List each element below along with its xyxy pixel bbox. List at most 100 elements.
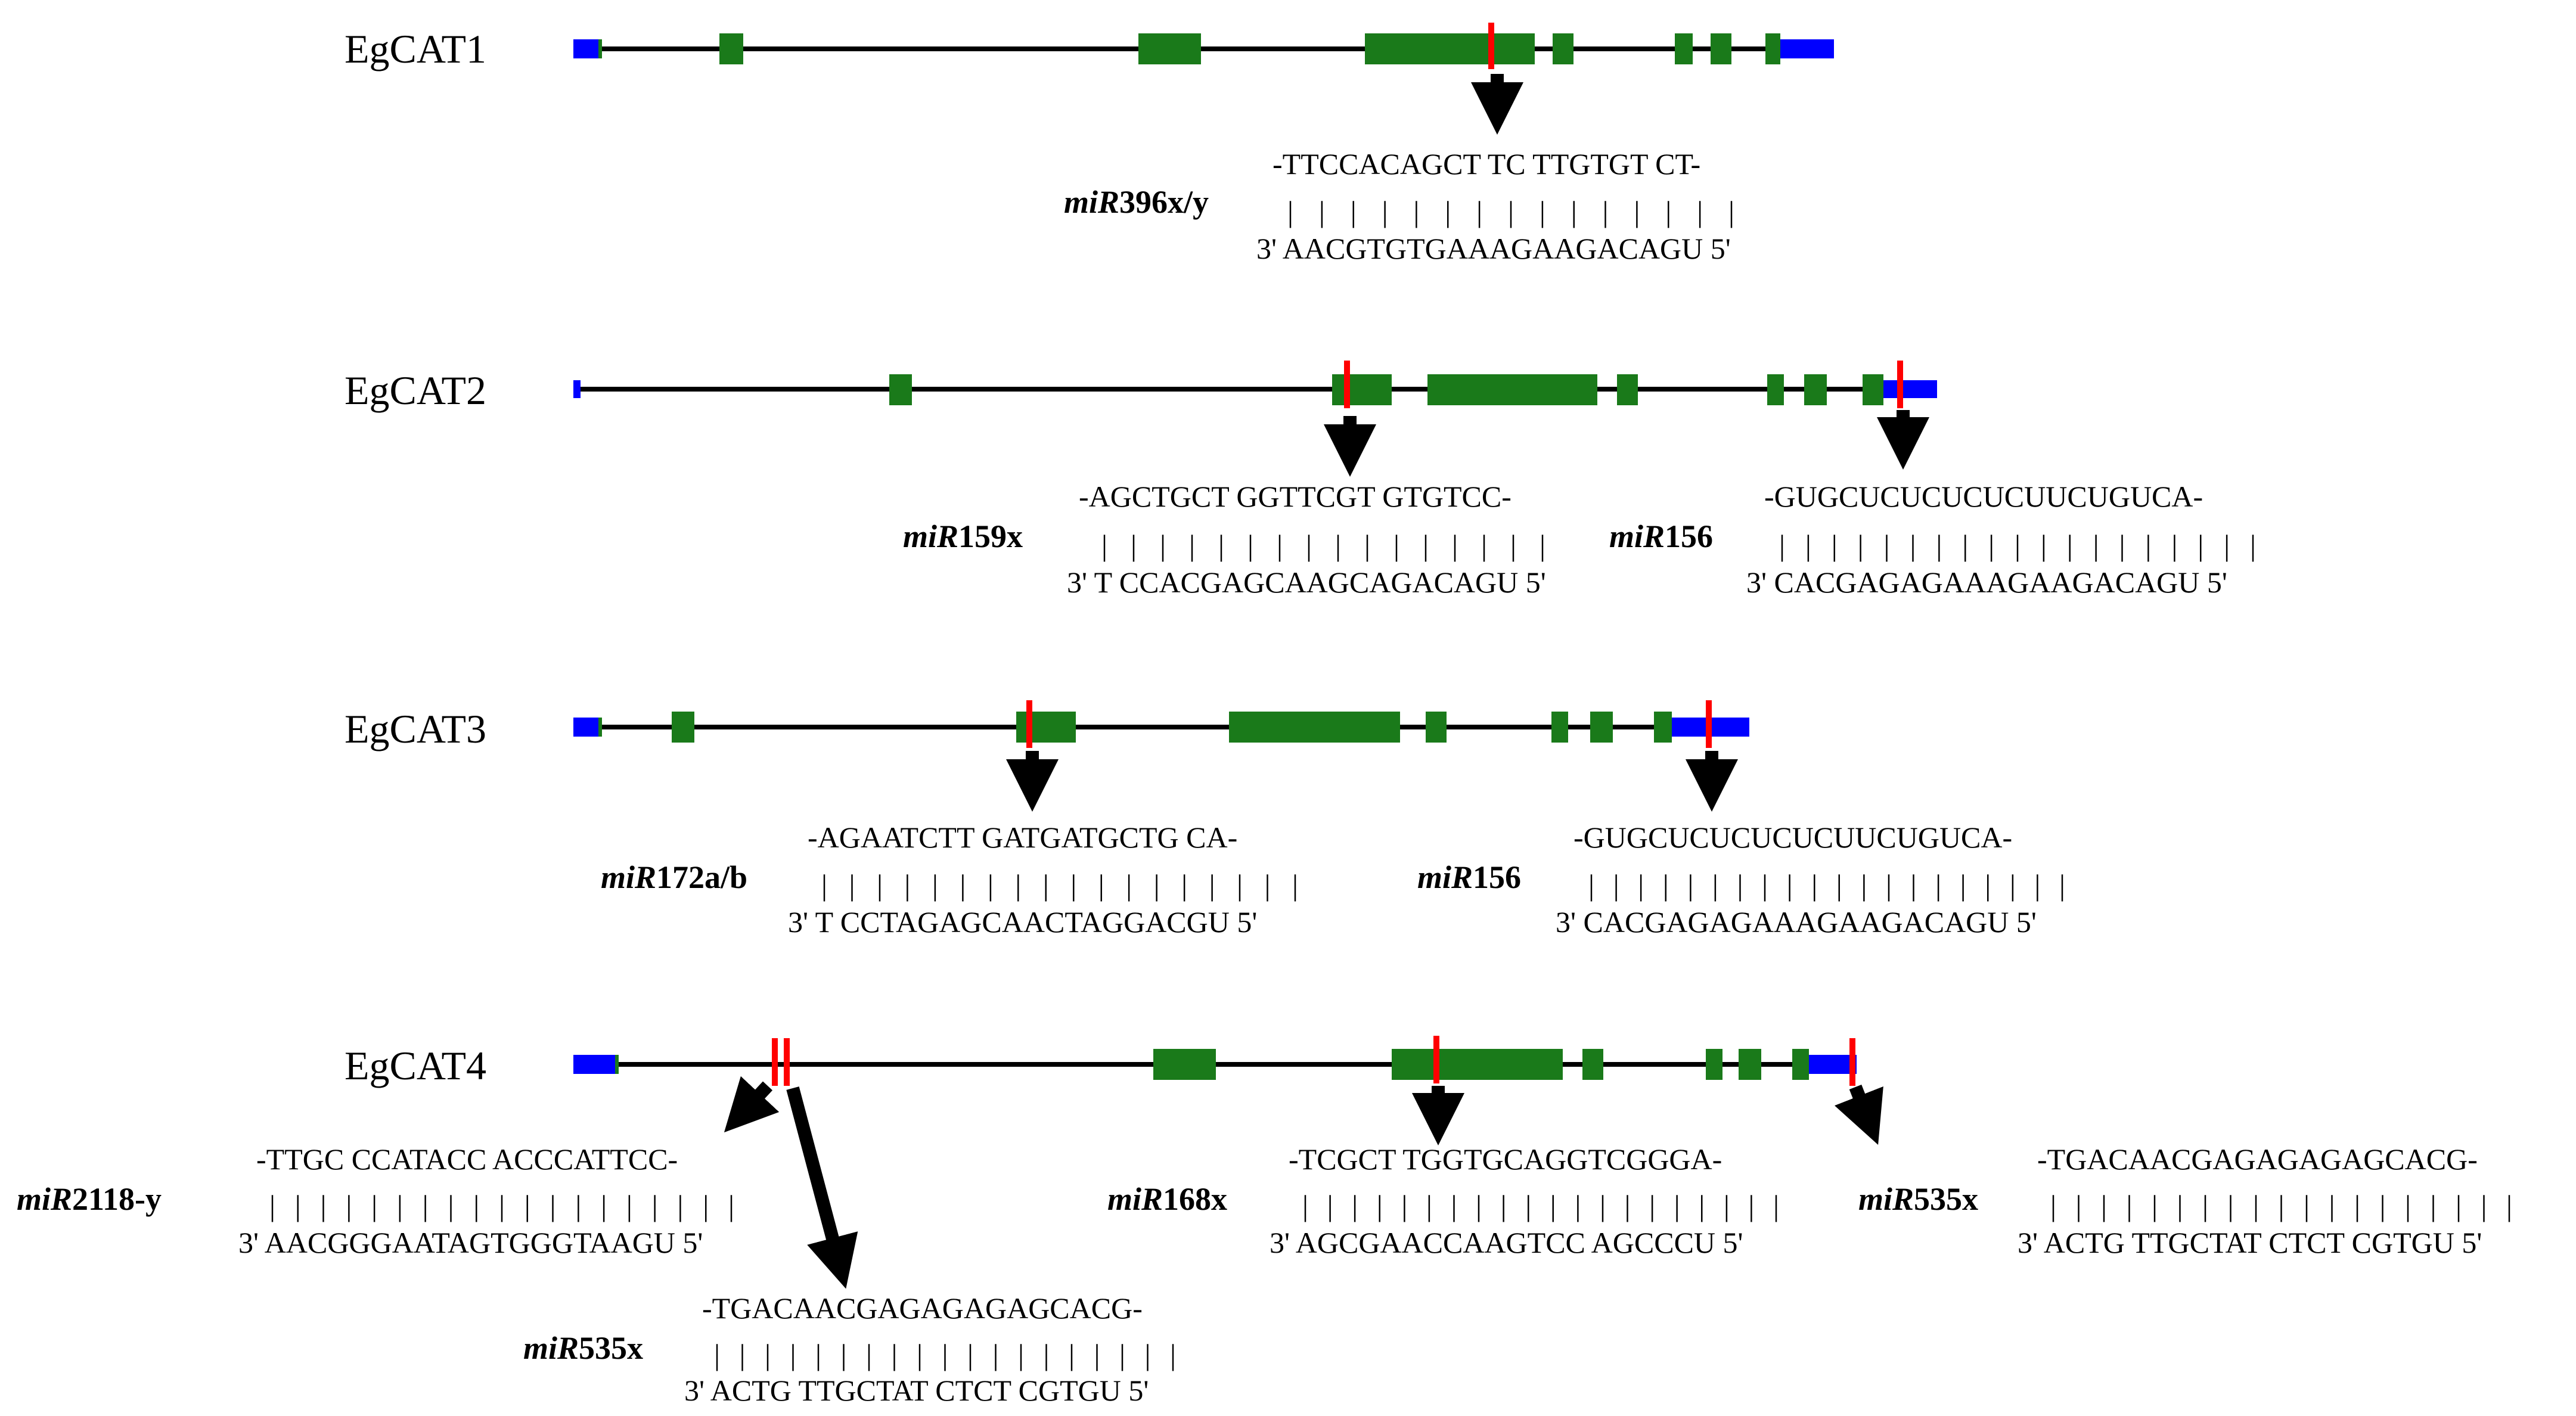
mirna-label: miR159x xyxy=(903,518,1023,554)
exon xyxy=(598,39,602,58)
target-sequence: -TGACAACGAGAGAGAGCACG- xyxy=(2037,1142,2478,1176)
target-site-marker xyxy=(1026,700,1032,748)
exon xyxy=(1582,1049,1603,1080)
exon xyxy=(672,712,694,743)
exon xyxy=(1765,33,1780,64)
gene-egcat4: EgCAT4 miR2118-y -TTGC CCATACC ACCCATTCC… xyxy=(17,1036,2512,1407)
exon xyxy=(1706,1049,1722,1080)
exon xyxy=(1675,33,1693,64)
gene-egcat1: EgCAT1 miR396x/y -TTCCACAGCT TC TTGTGT C… xyxy=(344,23,1834,265)
mirna-sequence: 3' CACGAGAGAAAGAAGACAGU 5' xyxy=(1746,566,2227,599)
mirna-label: miR2118-y xyxy=(17,1181,162,1217)
exon xyxy=(1016,712,1076,743)
mirna-alignment: miR156 -GUGCUCUCUCUCUUCUGUCA- | | | | | … xyxy=(1609,480,2256,599)
utr-3 xyxy=(1779,39,1834,58)
base-pairing: | | | | | | | | | | | | | | | | | | | xyxy=(714,1338,1176,1371)
target-site-marker xyxy=(784,1038,790,1086)
mirna-sequence: 3' ACTG TTGCTAT CTCT CGTGU 5' xyxy=(684,1374,1149,1407)
utr-5 xyxy=(573,1055,615,1074)
mirna-label: miR168x xyxy=(1107,1181,1227,1217)
exon xyxy=(1138,33,1201,64)
exon xyxy=(1739,1049,1761,1080)
target-site-marker xyxy=(772,1038,778,1086)
mirna-sequence: 3' T CCACGAGCAAGCAGACAGU 5' xyxy=(1067,566,1546,599)
mirna-alignment: miR172a/b -AGAATCTT GATGATGCTG CA- | | |… xyxy=(601,821,1298,939)
target-site-marker xyxy=(1849,1038,1855,1086)
target-site-marker xyxy=(1897,361,1903,408)
mirna-label: miR535x xyxy=(523,1330,643,1366)
target-sequence: -TTCCACAGCT TC TTGTGT CT- xyxy=(1273,147,1700,181)
base-pairing: | | | | | | | | | | | | | | | | | | | xyxy=(269,1189,734,1222)
base-pairing: | | | | | | | | | | | | | | | | | | | | xyxy=(1302,1189,1779,1222)
exon xyxy=(615,1055,619,1074)
target-site-marker xyxy=(1706,700,1712,748)
gene-name: EgCAT4 xyxy=(344,1043,486,1088)
mirna-label: miR156 xyxy=(1417,859,1521,895)
exon xyxy=(1332,374,1392,405)
exon xyxy=(1153,1049,1216,1080)
exon xyxy=(1792,1049,1809,1080)
exon xyxy=(1553,33,1573,64)
target-site-marker xyxy=(1344,361,1350,408)
exon xyxy=(1590,712,1613,743)
exon xyxy=(1617,374,1638,405)
exon xyxy=(1427,374,1597,405)
target-sequence: -AGCTGCT GGTTCGT GTGTCC- xyxy=(1079,480,1512,513)
gene-egcat2: EgCAT2 miR159x -AGCTGCT GGTTCGT GTGTCC- … xyxy=(344,361,2256,599)
exon xyxy=(598,718,602,737)
exon xyxy=(1654,712,1672,743)
mirna-label: miR156 xyxy=(1609,518,1713,554)
exon xyxy=(1426,712,1447,743)
target-sequence: -GUGCUCUCUCUCUUCUGUCA- xyxy=(1764,480,2203,513)
target-site-marker xyxy=(1488,23,1494,69)
mirna-alignment: miR396x/y -TTCCACAGCT TC TTGTGT CT- | | … xyxy=(1064,147,1734,265)
mirna-alignment: miR156 -GUGCUCUCUCUCUUCUGUCA- | | | | | … xyxy=(1417,821,2065,939)
arrow xyxy=(786,1086,858,1289)
exon xyxy=(889,374,912,405)
mirna-label: miR396x/y xyxy=(1064,184,1209,220)
gene-egcat3: EgCAT3 miR172a/b -AGAATCTT GATGATGCTG CA… xyxy=(344,700,2065,939)
utr-3 xyxy=(1880,380,1937,398)
base-pairing: | | | | | | | | | | | | | | | | | | | xyxy=(2050,1189,2512,1222)
utr-5 xyxy=(573,39,598,58)
arrow xyxy=(724,1076,780,1133)
utr-5 xyxy=(573,380,581,398)
exon xyxy=(1804,374,1827,405)
target-sequence: -GUGCUCUCUCUCUUCUGUCA- xyxy=(1573,821,2012,854)
mirna-sequence: 3' CACGAGAGAAAGAAGACAGU 5' xyxy=(1556,905,2037,939)
utr-3 xyxy=(1806,1055,1857,1074)
mirna-sequence: 3' AGCGAACCAAGTCC AGCCCU 5' xyxy=(1270,1226,1743,1259)
base-pairing: | | | | | | | | | | | | | | | | | | xyxy=(821,868,1298,902)
utr-5 xyxy=(573,718,598,737)
exon xyxy=(1863,374,1883,405)
target-sequence: -TCGCT TGGTGCAGGTCGGGA- xyxy=(1289,1142,1722,1176)
mirna-sequence: 3' ACTG TTGCTAT CTCT CGTGU 5' xyxy=(2018,1226,2482,1259)
target-sequence: -AGAATCTT GATGATGCTG CA- xyxy=(808,821,1237,854)
arrow xyxy=(1834,1084,1883,1145)
exon xyxy=(719,33,743,64)
exon xyxy=(1229,712,1400,743)
mirna-alignment: miR535x -TGACAACGAGAGAGAGCACG- | | | | |… xyxy=(1858,1142,2512,1259)
base-pairing: | | | | | | | | | | | | | | | xyxy=(1287,195,1734,228)
mirna-label: miR172a/b xyxy=(601,859,747,895)
target-site-marker xyxy=(1433,1036,1439,1083)
gene-name: EgCAT1 xyxy=(344,26,486,72)
mirna-label: miR535x xyxy=(1858,1181,1978,1217)
mirna-sequence: 3' AACGGGAATAGTGGGTAAGU 5' xyxy=(238,1226,703,1259)
base-pairing: | | | | | | | | | | | | | | | | | | | | xyxy=(1588,868,2065,902)
mirna-alignment: miR2118-y -TTGC CCATACC ACCCATTCC- | | |… xyxy=(17,1142,734,1259)
exon xyxy=(1551,712,1568,743)
target-sequence: -TGACAACGAGAGAGAGCACG- xyxy=(702,1291,1143,1325)
base-pairing: | | | | | | | | | | | | | | | | xyxy=(1101,529,1545,562)
base-pairing: | | | | | | | | | | | | | | | | | | | xyxy=(1779,529,2256,562)
mirna-sequence: 3' T CCTAGAGCAACTAGGACGU 5' xyxy=(788,905,1257,939)
mirna-sequence: 3' AACGTGTGAAAGAAGACAGU 5' xyxy=(1256,232,1731,265)
exon xyxy=(1711,33,1731,64)
mirna-alignment: miR159x -AGCTGCT GGTTCGT GTGTCC- | | | |… xyxy=(903,480,1546,599)
mirna-alignment: miR168x -TCGCT TGGTGCAGGTCGGGA- | | | | … xyxy=(1107,1142,1779,1259)
gene-name: EgCAT3 xyxy=(344,706,486,752)
exon xyxy=(1365,33,1535,64)
gene-name: EgCAT2 xyxy=(344,368,486,413)
mirna-alignment: miR535x -TGACAACGAGAGAGAGCACG- | | | | |… xyxy=(523,1291,1176,1407)
